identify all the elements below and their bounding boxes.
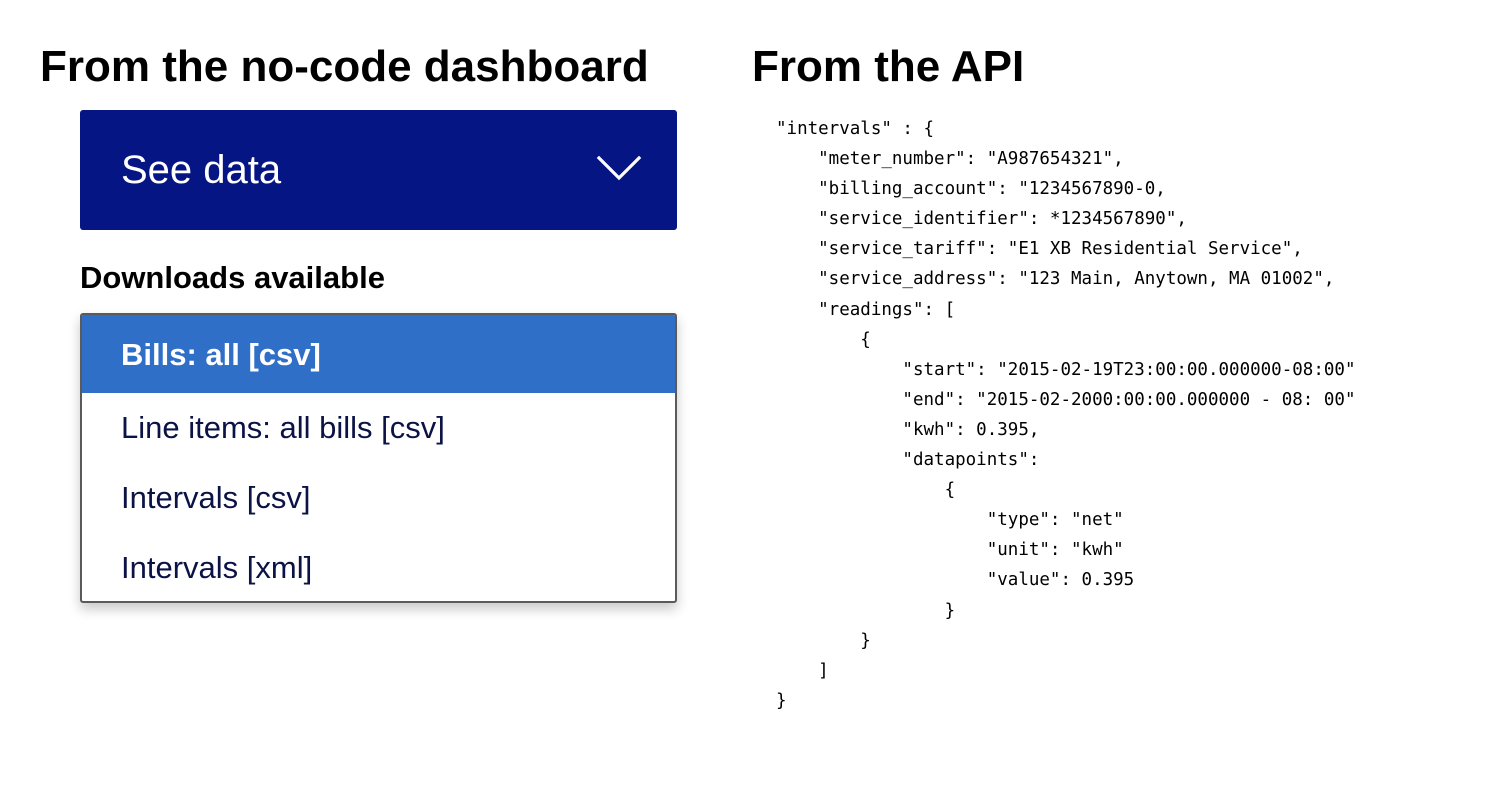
- code-line: "billing_account": "1234567890-0,: [776, 179, 1166, 200]
- downloads-list: Bills: all [csv] Line items: all bills […: [80, 313, 677, 603]
- downloads-available-label: Downloads available: [80, 260, 385, 295]
- code-line: "datapoints":: [776, 450, 1040, 471]
- download-option-bills-csv[interactable]: Bills: all [csv]: [82, 315, 675, 393]
- code-line: "intervals" : {: [776, 119, 935, 139]
- code-line: "service_identifier": *1234567890",: [776, 209, 1187, 230]
- code-line: "start": "2015-02-19T23:00:00.000000-08:…: [776, 359, 1356, 380]
- code-line: "service_address": "123 Main, Anytown, M…: [776, 269, 1335, 290]
- code-line: "service_tariff": "E1 XB Residential Ser…: [776, 239, 1303, 260]
- code-line: }: [776, 630, 871, 651]
- code-line: }: [776, 600, 956, 621]
- download-option-intervals-csv[interactable]: Intervals [csv]: [121, 480, 311, 515]
- chevron-down-icon: [596, 155, 642, 181]
- code-line: "end": "2015-02-2000:00:00.000000 - 08: …: [776, 389, 1356, 410]
- code-line: "kwh": 0.395,: [776, 419, 1040, 440]
- see-data-dropdown-button[interactable]: See data: [80, 110, 677, 230]
- code-line: "readings": [: [776, 299, 956, 320]
- download-option-intervals-xml[interactable]: Intervals [xml]: [121, 550, 313, 585]
- code-line: "type": "net": [776, 510, 1124, 531]
- see-data-label: See data: [121, 148, 282, 192]
- code-line: "unit": "kwh": [776, 540, 1124, 561]
- code-line: "value": 0.395: [776, 570, 1135, 591]
- code-line: ]: [776, 660, 829, 681]
- code-line: {: [776, 480, 956, 501]
- code-line: }: [776, 690, 787, 711]
- api-json-code-block: "intervals" : { "meter_number": "A987654…: [776, 114, 1355, 716]
- dashboard-heading: From the no-code dashboard: [40, 42, 649, 91]
- download-option-line-items-csv[interactable]: Line items: all bills [csv]: [121, 410, 445, 445]
- code-line: {: [776, 329, 871, 350]
- api-heading: From the API: [752, 42, 1025, 91]
- code-line: "meter_number": "A987654321",: [776, 149, 1124, 170]
